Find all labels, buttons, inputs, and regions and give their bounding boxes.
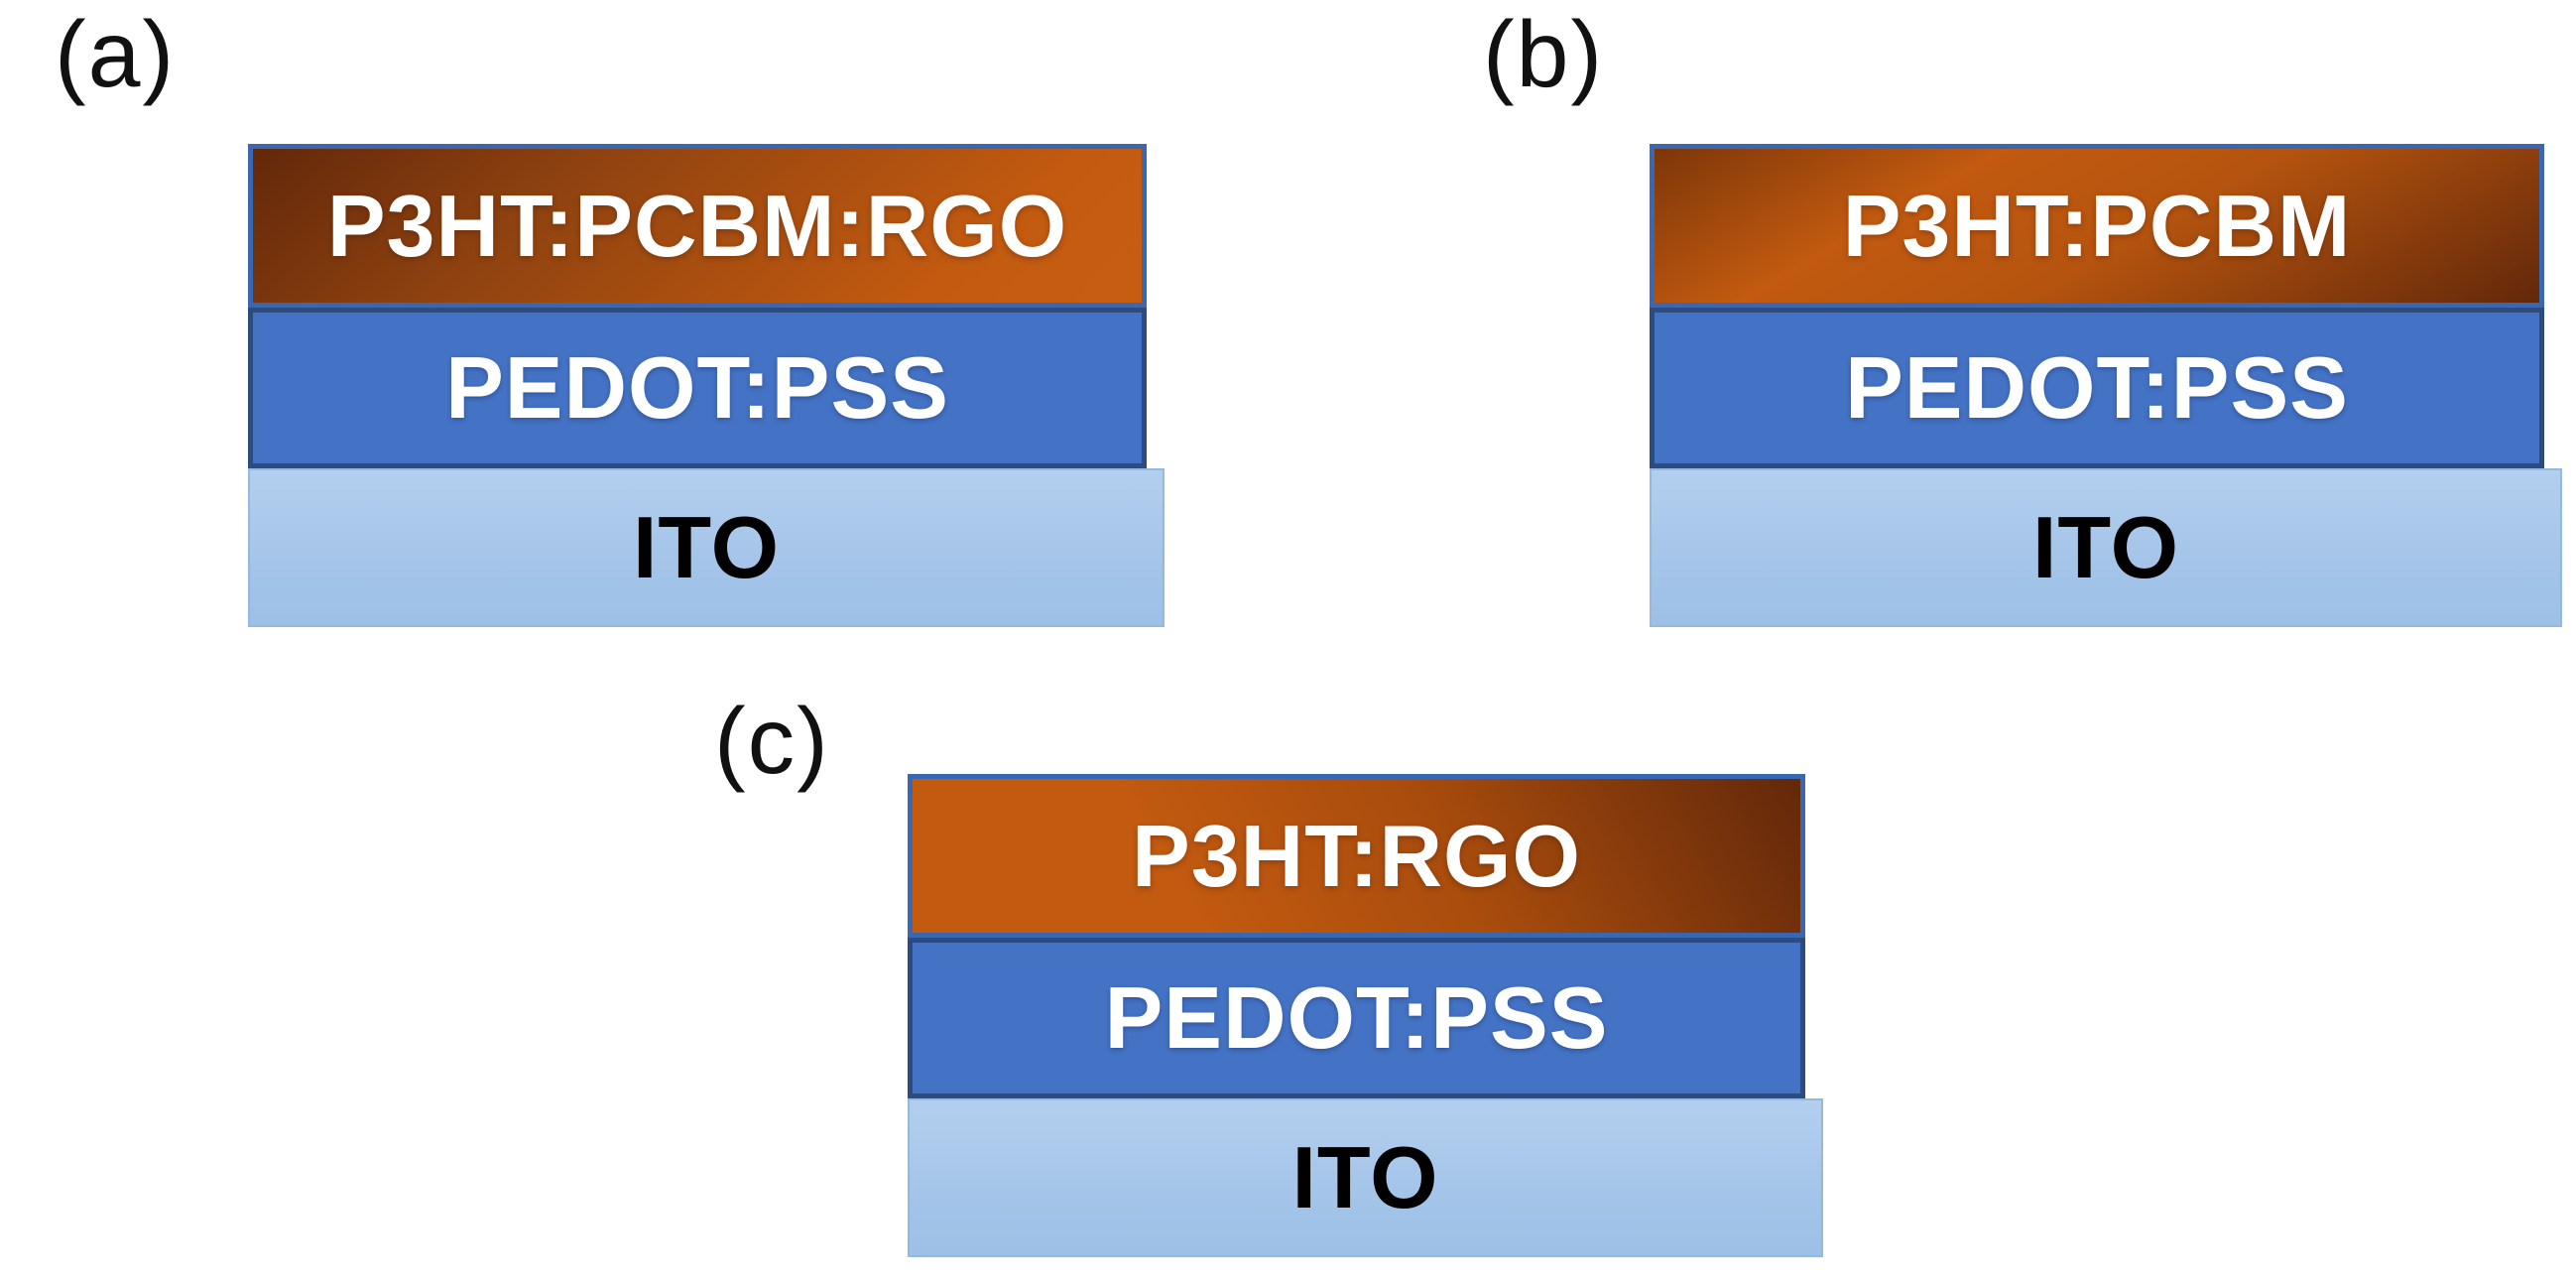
panel-b-active-layer: P3HT:PCBM bbox=[1650, 144, 2544, 308]
panel-b-pedot-layer: PEDOT:PSS bbox=[1650, 308, 2544, 468]
panel-c-stack: P3HT:RGO PEDOT:PSS ITO bbox=[908, 774, 1823, 1257]
panel-c-active-layer: P3HT:RGO bbox=[908, 774, 1805, 938]
panel-a-active-layer: P3HT:PCBM:RGO bbox=[248, 144, 1147, 308]
panel-a-pedot-layer: PEDOT:PSS bbox=[248, 308, 1147, 468]
panel-b-stack: P3HT:PCBM PEDOT:PSS ITO bbox=[1650, 144, 2562, 627]
panel-b-label: (b) bbox=[1483, 2, 1605, 107]
panel-a-label: (a) bbox=[55, 2, 177, 107]
panel-c-pedot-layer: PEDOT:PSS bbox=[908, 938, 1805, 1098]
panel-a-stack: P3HT:PCBM:RGO PEDOT:PSS ITO bbox=[248, 144, 1165, 627]
panel-c-label: (c) bbox=[714, 689, 830, 794]
panel-b-ito-layer: ITO bbox=[1650, 468, 2562, 627]
panel-a-ito-layer: ITO bbox=[248, 468, 1165, 627]
panel-c-ito-layer: ITO bbox=[908, 1098, 1823, 1257]
